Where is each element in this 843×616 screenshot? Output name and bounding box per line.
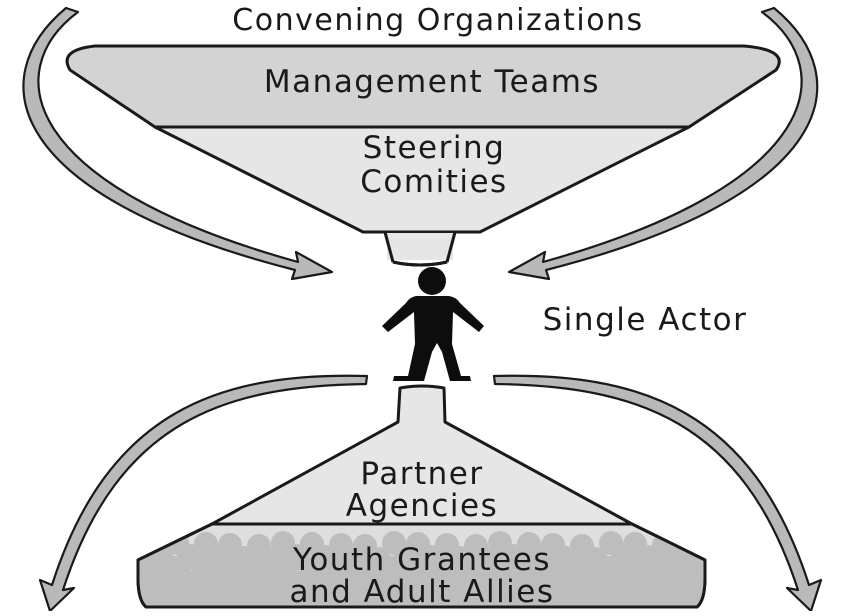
- diagram-title: Convening Organizations: [232, 3, 643, 38]
- crowd-person-body: [527, 571, 557, 607]
- crowd-person-body: [257, 571, 287, 607]
- crowd-person-body: [498, 571, 528, 607]
- top-funnel-spout-fill: [387, 233, 453, 260]
- crowd-person-head: [259, 547, 285, 573]
- crowd-person-body: [146, 571, 176, 607]
- person-icon: [382, 267, 484, 381]
- label-management-teams: Management Teams: [264, 64, 600, 100]
- crowd-person-body: [416, 571, 446, 607]
- top-funnel-band-steering: [154, 125, 690, 234]
- label-youth-line1: Youth Grantees: [292, 542, 551, 578]
- label-partner-line1: Partner: [360, 456, 483, 492]
- crowd-person-head: [688, 547, 705, 573]
- crowd-person-body: [339, 571, 369, 607]
- crowd-person-head: [283, 544, 309, 570]
- bottom-funnel-spout: [376, 392, 398, 422]
- crowd-person-head: [476, 547, 502, 573]
- crowd-person-body: [445, 571, 475, 607]
- arrow-top-left: [22, 6, 334, 281]
- crowd-person-body: [310, 571, 340, 607]
- crowd-icon: [138, 531, 705, 607]
- person-body: [382, 296, 484, 381]
- crowd-person-head: [312, 545, 338, 571]
- crowd-person-head: [664, 546, 690, 572]
- label-partner-line2: Agencies: [346, 488, 498, 524]
- label-youth-line2: and Adult Allies: [289, 574, 554, 610]
- crowd-person-head: [611, 544, 637, 570]
- crowd-person-body: [392, 571, 422, 607]
- crowd-person-body: [281, 571, 311, 607]
- crowd-person-head: [206, 545, 232, 571]
- person-head: [418, 267, 446, 295]
- crowd-person-body: [609, 571, 639, 607]
- crowd-person-head: [177, 544, 203, 570]
- crowd-person-head: [553, 546, 579, 572]
- crowd-person-head: [635, 545, 661, 571]
- crowd-person-body: [204, 571, 234, 607]
- crowd-person-body: [175, 571, 205, 607]
- bottom-funnel: Partner Agencies Youth Grantees and Adul…: [136, 384, 707, 610]
- arrow-top-right: [507, 6, 819, 281]
- label-single-actor: Single Actor: [543, 302, 748, 338]
- crowd-person-body: [551, 571, 581, 607]
- crowd-person-head: [447, 546, 473, 572]
- crowd-person-head: [582, 547, 608, 573]
- curved-arrows: [22, 6, 823, 613]
- crowd-person-head: [394, 544, 420, 570]
- crowd-person-head: [418, 545, 444, 571]
- crowd-person-head: [365, 547, 391, 573]
- crowd-person-head: [230, 546, 256, 572]
- crowd-person-head: [148, 547, 174, 573]
- crowd-person-body: [580, 571, 610, 607]
- crowd-person-head: [529, 545, 555, 571]
- label-steering-line2: Comities: [360, 164, 507, 200]
- crowd-person-body: [633, 571, 663, 607]
- crowd-person-body: [228, 571, 258, 607]
- crowd-person-body: [474, 571, 504, 607]
- crowd-person-body: [662, 571, 692, 607]
- label-steering-line1: Steering: [363, 130, 506, 166]
- crowd-person-head: [500, 544, 526, 570]
- crowd-person-head: [341, 546, 367, 572]
- top-funnel: Management Teams Steering Comities: [65, 44, 781, 267]
- crowd-person-body: [363, 571, 393, 607]
- crowd-person-body: [686, 571, 705, 607]
